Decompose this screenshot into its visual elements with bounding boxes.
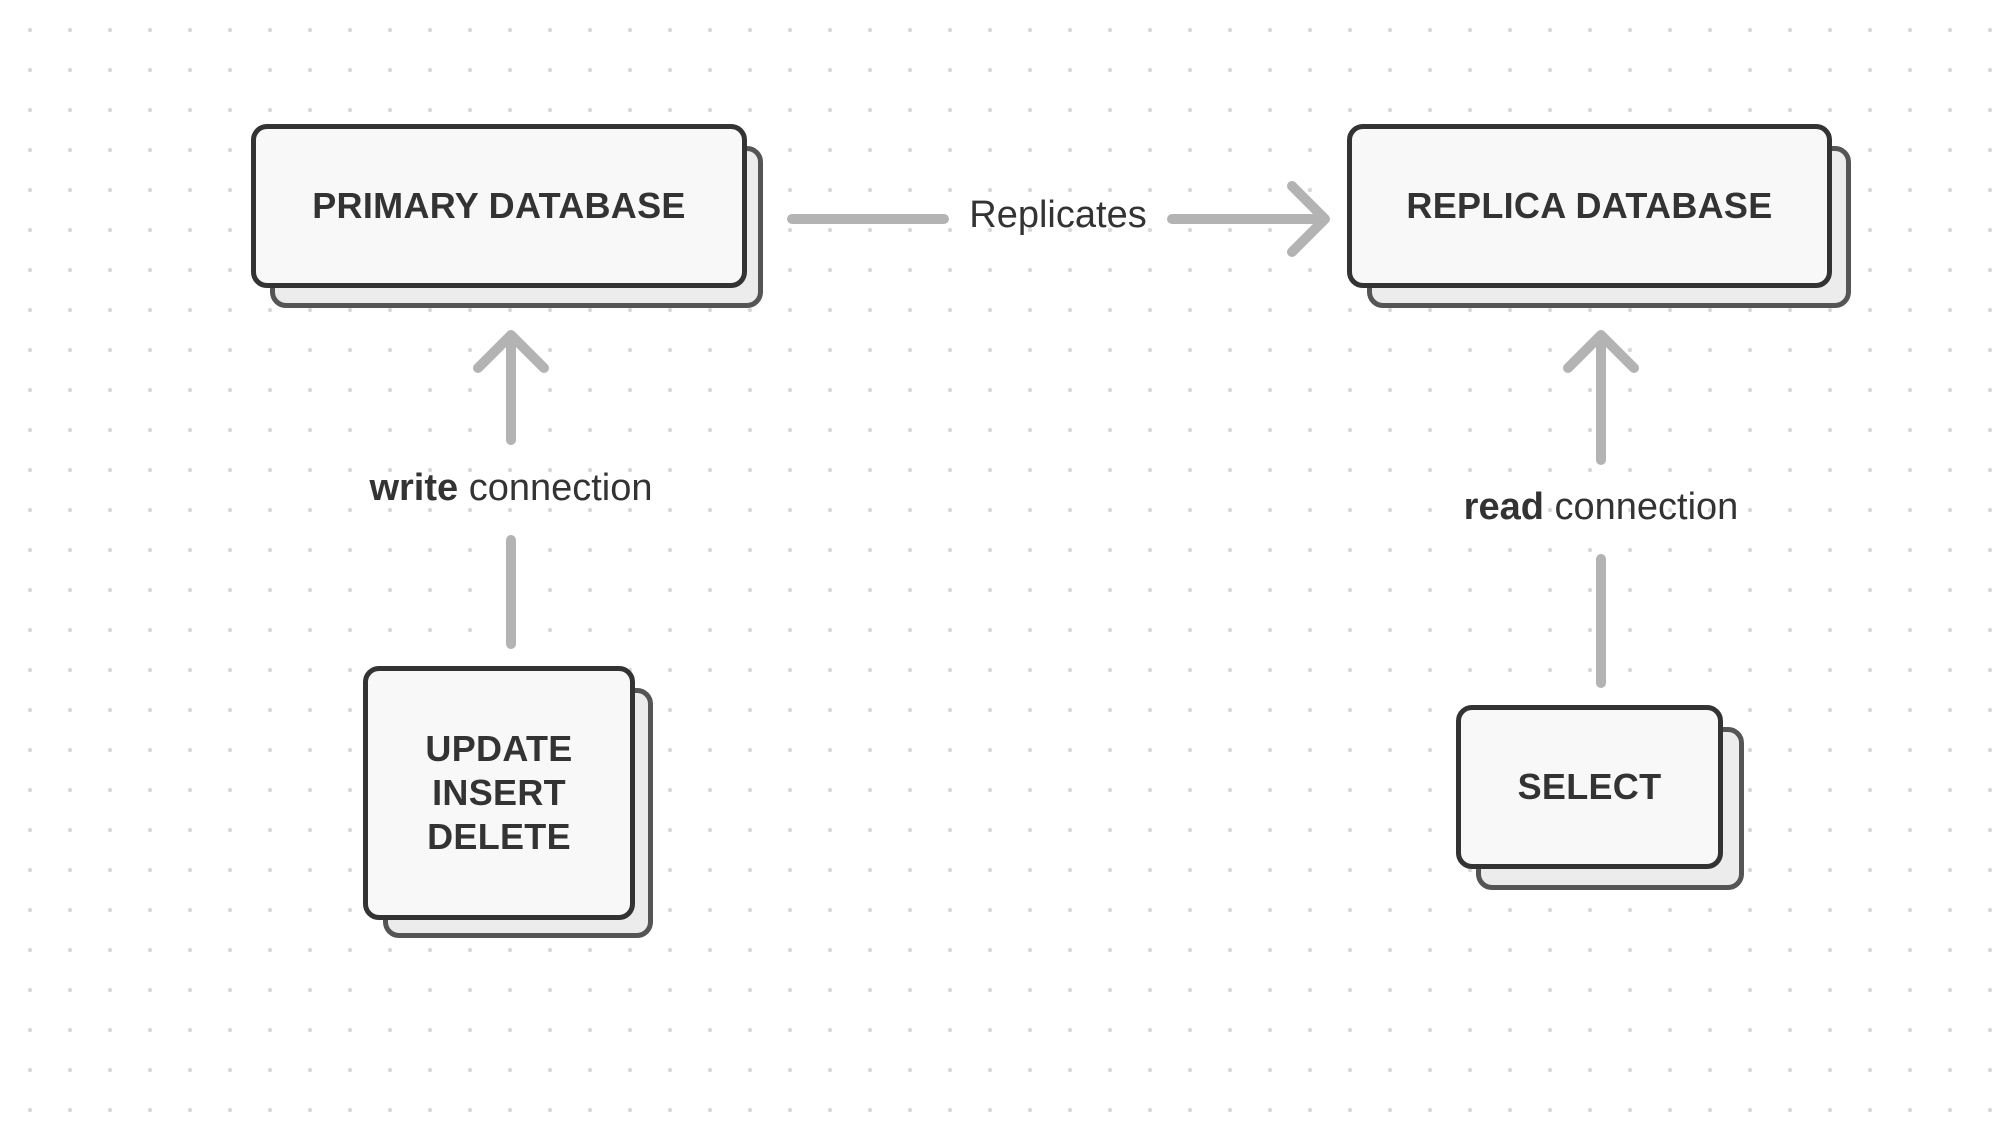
write-arrowhead	[473, 330, 549, 373]
write-connection-label: write connection	[331, 467, 691, 510]
replicates-arrowhead	[1287, 181, 1330, 257]
write-operations-card: UPDATE INSERT DELETE	[363, 666, 635, 920]
write-op-update: UPDATE	[425, 728, 573, 769]
read-connection-bold: read	[1463, 486, 1544, 528]
write-connection-rest: connection	[458, 467, 653, 509]
replicates-label: Replicates	[969, 194, 1147, 236]
replica-database-label: REPLICA DATABASE	[1406, 185, 1773, 226]
read-connection-rest: connection	[1543, 486, 1739, 528]
write-op-delete: DELETE	[427, 816, 571, 857]
write-connection-bold: write	[369, 467, 459, 509]
read-operations-label: SELECT	[1517, 766, 1662, 807]
read-operations-card: SELECT	[1456, 705, 1723, 869]
read-connection-label: read connection	[1421, 486, 1781, 529]
replica-database-card: REPLICA DATABASE	[1347, 124, 1832, 288]
primary-database-label: PRIMARY DATABASE	[312, 185, 686, 226]
write-op-insert: INSERT	[432, 772, 566, 813]
read-arrowhead	[1563, 330, 1639, 373]
primary-database-card: PRIMARY DATABASE	[251, 124, 747, 288]
